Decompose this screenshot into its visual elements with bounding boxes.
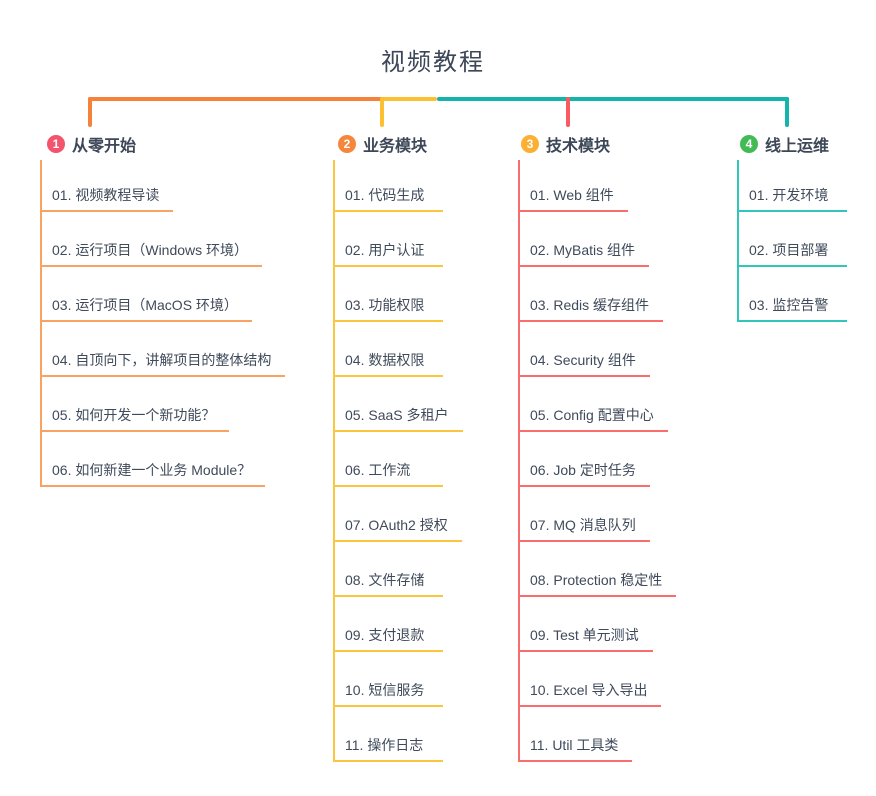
mindmap-node: 04. 数据权限: [333, 322, 443, 377]
branch-label: 技术模块: [546, 138, 611, 155]
mindmap-node: 07. MQ 消息队列: [518, 487, 650, 542]
mindmap-node: 02. 项目部署: [737, 212, 847, 267]
mindmap-node: 11. 操作日志: [333, 707, 443, 762]
branch-header-3: 3 技术模块: [521, 132, 610, 156]
branch-label: 线上运维: [765, 138, 830, 155]
branch-header-2: 2 业务模块: [338, 132, 427, 156]
mindmap-node: 01. 代码生成: [333, 157, 443, 212]
connector-trunk-middle: [383, 97, 437, 101]
connector-drop-branch3: [566, 97, 570, 127]
mindmap-node: 03. Redis 缓存组件: [518, 267, 664, 322]
mindmap-node: 06. 工作流: [333, 432, 443, 487]
connector-drop-branch1: [88, 97, 92, 127]
mindmap-node: 03. 功能权限: [333, 267, 443, 322]
mindmap-node: 04. 自顶向下，讲解项目的整体结构: [40, 322, 286, 377]
mindmap-node: 04. Security 组件: [518, 322, 650, 377]
mindmap-node: 02. MyBatis 组件: [518, 212, 650, 267]
connector-drop-branch4: [785, 97, 789, 127]
mindmap-title: 视频教程: [381, 49, 485, 76]
branch-header-1: 1 从零开始: [47, 132, 136, 156]
connector-trunk-left: [88, 97, 385, 101]
priority-4-icon: 4: [740, 135, 758, 153]
mindmap-node: 05. 如何开发一个新功能？: [40, 377, 230, 432]
priority-2-icon: 2: [338, 135, 356, 153]
mindmap-node: 01. 开发环境: [737, 157, 847, 212]
priority-3-icon: 3: [521, 135, 539, 153]
branch-header-4: 4 线上运维: [740, 132, 829, 156]
mindmap-node: 02. 用户认证: [333, 212, 443, 267]
mindmap-node: 10. Excel 导入导出: [518, 652, 662, 707]
mindmap-node: 11. Util 工具类: [518, 707, 633, 762]
connector-trunk-right: [437, 97, 789, 101]
mindmap-node: 05. Config 配置中心: [518, 377, 668, 432]
mindmap-node: 09. 支付退款: [333, 597, 443, 652]
mindmap-node: 05. SaaS 多租户: [333, 377, 463, 432]
mindmap-node: 01. Web 组件: [518, 157, 628, 212]
mindmap-node: 01. 视频教程导读: [40, 157, 174, 212]
priority-1-icon: 1: [47, 135, 65, 153]
mindmap-node: 03. 运行项目（MacOS 环境）: [40, 267, 252, 322]
mindmap-node: 08. Protection 稳定性: [518, 542, 677, 597]
branch-label: 业务模块: [363, 138, 428, 155]
mindmap-node: 09. Test 单元测试: [518, 597, 653, 652]
mindmap-node: 02. 运行项目（Windows 环境）: [40, 212, 263, 267]
mindmap-node: 10. 短信服务: [333, 652, 443, 707]
mindmap-node: 06. Job 定时任务: [518, 432, 650, 487]
mindmap-node: 08. 文件存储: [333, 542, 443, 597]
mindmap-node: 03. 监控告警: [737, 267, 847, 322]
mindmap-node: 07. OAuth2 授权: [333, 487, 462, 542]
mindmap-node: 06. 如何新建一个业务 Module？: [40, 432, 266, 487]
connector-drop-branch2: [380, 97, 384, 127]
branch-label: 从零开始: [72, 138, 137, 155]
